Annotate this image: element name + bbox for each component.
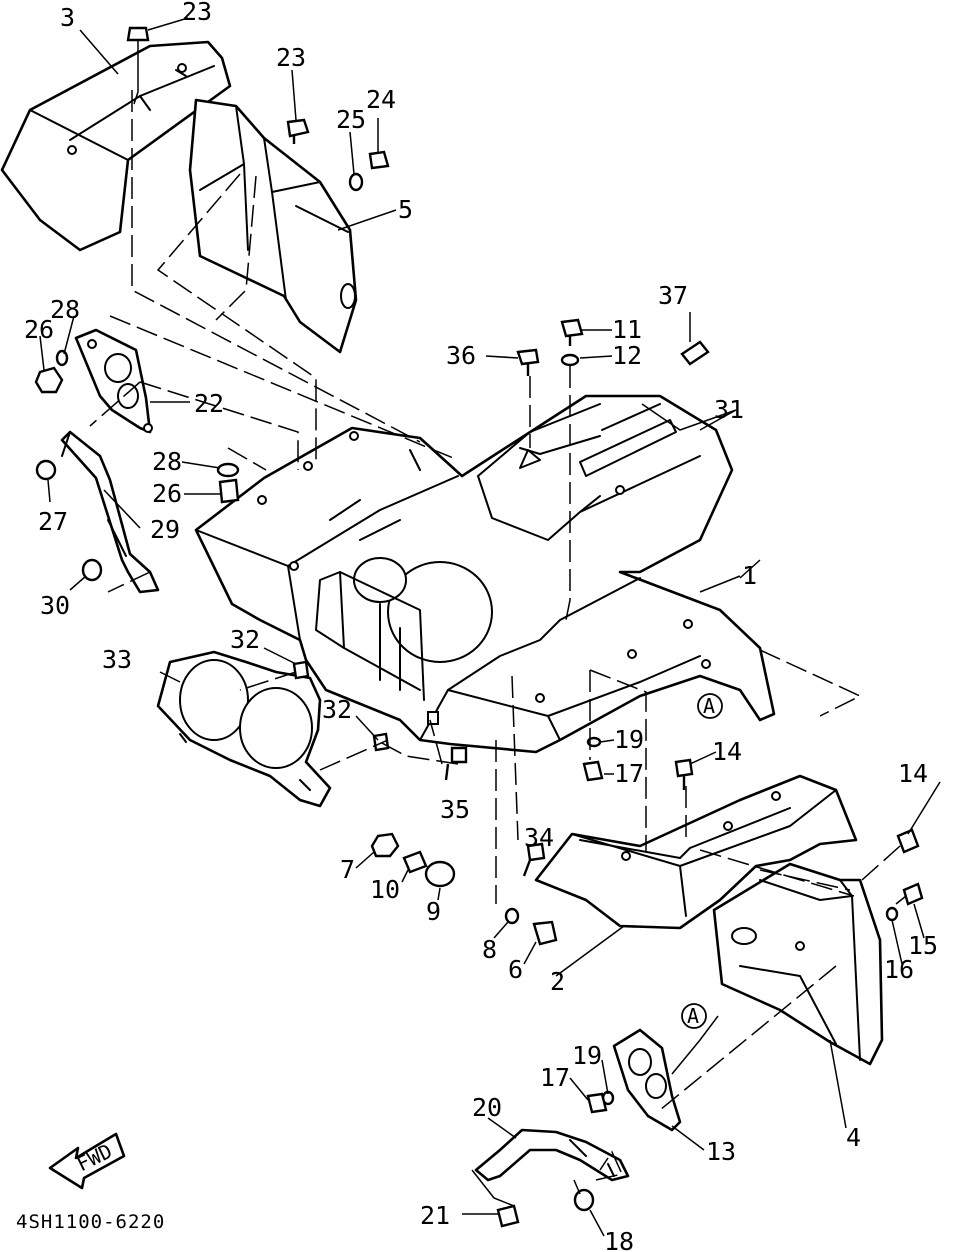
side-flap-part xyxy=(712,862,884,1066)
stay-bracket-part xyxy=(60,430,160,594)
label-part-37: 37 xyxy=(658,281,688,310)
label-part-18: 18 xyxy=(604,1227,634,1252)
label-part-8: 8 xyxy=(482,935,497,964)
label-part-23-top: 23 xyxy=(182,0,212,26)
label-part-2: 2 xyxy=(550,967,565,996)
label-part-32-lower: 32 xyxy=(322,695,352,724)
label-part-7: 7 xyxy=(340,855,355,884)
label-part-12: 12 xyxy=(612,341,642,370)
label-part-17-upper: 17 xyxy=(614,759,644,788)
rear-bracket-part xyxy=(612,1028,682,1132)
ref-mark-a-lower: A xyxy=(681,1003,707,1029)
label-part-3: 3 xyxy=(60,3,75,32)
label-part-27: 27 xyxy=(38,507,68,536)
label-part-31: 31 xyxy=(714,395,744,424)
label-part-23: 23 xyxy=(276,43,306,72)
diagram-code: 4SH1100-6220 xyxy=(16,1211,165,1233)
ref-mark-a-upper-label: A xyxy=(703,694,715,718)
label-part-4: 4 xyxy=(846,1123,861,1152)
label-part-16: 16 xyxy=(884,955,914,984)
rear-stay-part xyxy=(474,1128,630,1182)
leader-lines xyxy=(39,17,941,1237)
label-part-30: 30 xyxy=(40,591,70,620)
label-part-25: 25 xyxy=(336,105,366,134)
label-part-28-left: 28 xyxy=(50,295,80,324)
front-panel-part xyxy=(0,40,232,252)
label-part-1: 1 xyxy=(742,561,757,590)
label-part-36: 36 xyxy=(446,341,476,370)
ref-mark-a-lower-label: A xyxy=(687,1004,699,1028)
label-part-6: 6 xyxy=(508,955,523,984)
label-part-5: 5 xyxy=(398,195,413,224)
label-part-9: 9 xyxy=(426,897,441,926)
label-part-28: 28 xyxy=(152,447,182,476)
label-part-29: 29 xyxy=(150,515,180,544)
part-labels: 3 23 23 25 24 5 28 26 22 28 26 27 29 30 … xyxy=(24,0,938,1252)
label-part-33: 33 xyxy=(102,645,132,674)
label-part-24: 24 xyxy=(366,85,396,114)
main-fender-part xyxy=(194,394,776,754)
label-part-32-upper: 32 xyxy=(230,625,260,654)
label-part-19-upper: 19 xyxy=(614,725,644,754)
ref-mark-a-upper: A xyxy=(697,693,723,719)
label-part-26: 26 xyxy=(152,479,182,508)
label-part-14-right: 14 xyxy=(898,759,928,788)
rear-fender-part xyxy=(534,774,858,930)
headlight-cover-part xyxy=(156,650,332,808)
label-part-10: 10 xyxy=(370,875,400,904)
label-part-14-center: 14 xyxy=(712,737,742,766)
label-part-19-lower: 19 xyxy=(572,1041,602,1070)
inner-panel-part xyxy=(188,98,358,354)
fwd-arrow-icon: FWD xyxy=(48,1132,126,1190)
bracket-plate-part xyxy=(74,328,153,434)
label-part-15: 15 xyxy=(908,931,938,960)
label-part-20: 20 xyxy=(472,1093,502,1122)
label-part-13: 13 xyxy=(706,1137,736,1166)
label-part-11: 11 xyxy=(612,315,642,344)
label-part-17-lower: 17 xyxy=(540,1063,570,1092)
label-part-26-left: 26 xyxy=(24,315,54,344)
label-part-22: 22 xyxy=(194,389,224,418)
label-part-35: 35 xyxy=(440,795,470,824)
label-part-21: 21 xyxy=(420,1201,450,1230)
label-part-34: 34 xyxy=(524,823,554,852)
hardware xyxy=(34,26,924,1228)
